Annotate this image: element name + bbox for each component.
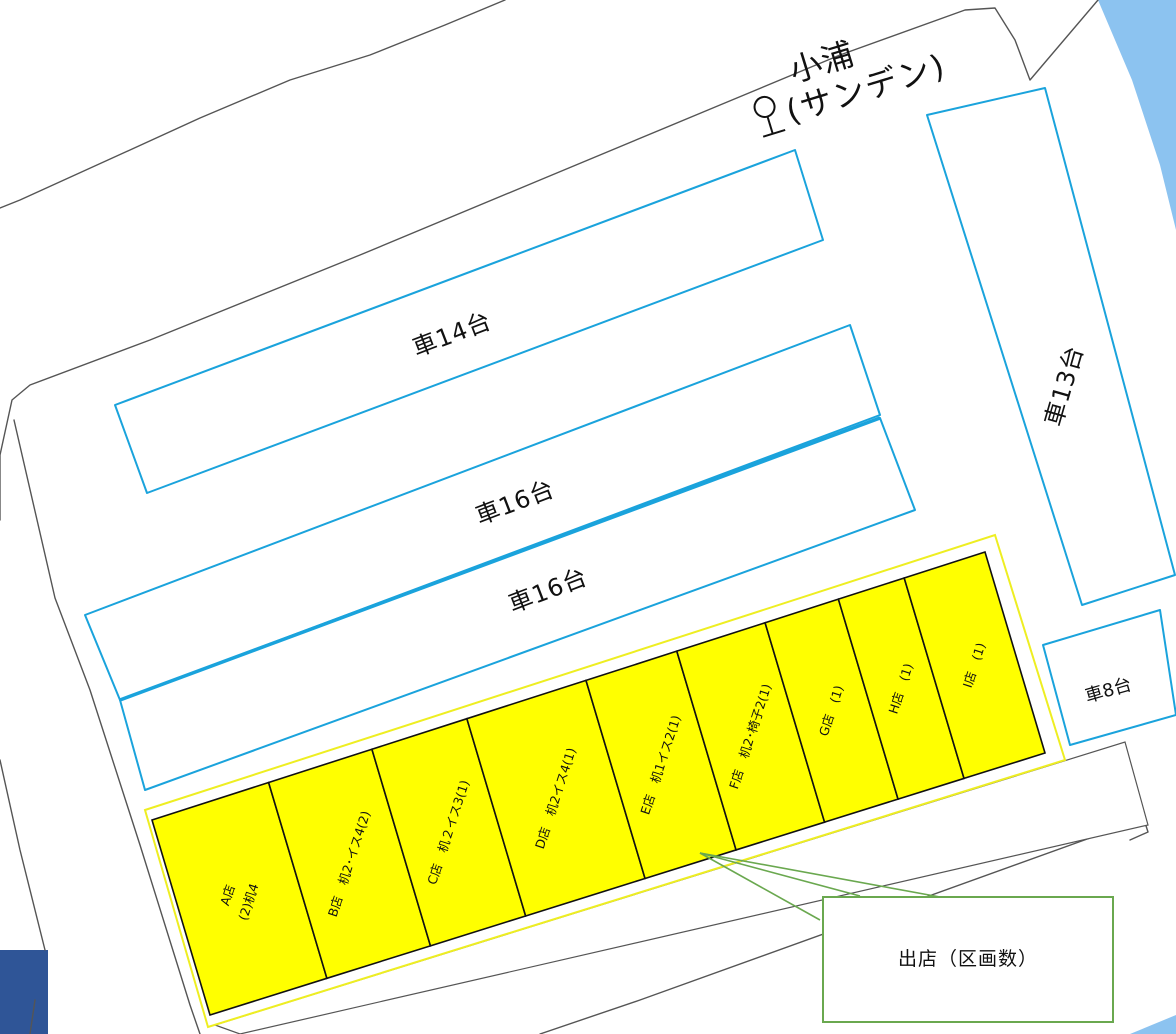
road-lower <box>29 999 36 1034</box>
stall-name: H店 <box>885 690 906 715</box>
stall-detail: (1) <box>827 683 847 704</box>
corner-navy-block <box>0 950 48 1034</box>
lot-left-edge <box>13 419 201 1034</box>
parking-blocks <box>84 87 1176 791</box>
callout-box <box>822 896 1114 1023</box>
callout-text: 出店（区画数） <box>898 948 1038 970</box>
stall-9 <box>903 550 1046 780</box>
parking-row-14 <box>114 149 824 494</box>
road-outlines <box>0 0 1149 1034</box>
stall-detail: (1) <box>969 641 989 662</box>
stall-label-9: I店 (1) <box>960 641 989 690</box>
page-edge-blue <box>1098 0 1176 1034</box>
stall-name: A店 <box>217 883 238 908</box>
road-edge-middle <box>0 0 1099 521</box>
road-bottom-curb <box>539 819 1141 1034</box>
parking-row-16a <box>84 324 881 701</box>
stall-detail: (1) <box>896 661 916 682</box>
parking-divider <box>119 416 881 702</box>
bus-stop-icon <box>753 95 786 138</box>
stall-name: G店 <box>816 712 837 738</box>
stall-name: B店 <box>325 894 346 919</box>
callout-leader <box>699 852 941 921</box>
stall-name: F店 <box>726 767 746 790</box>
stall-name: E店 <box>637 792 658 816</box>
stall-name: I店 <box>960 670 979 690</box>
stall-label-7: G店 (1) <box>816 683 846 737</box>
road-edge-upper <box>0 0 506 209</box>
parking-small-8 <box>1042 609 1176 746</box>
station-label: 小浦 (サンデン) <box>753 34 951 138</box>
lot-left-inner <box>0 759 46 951</box>
stall-label-8: H店 (1) <box>885 661 915 715</box>
stall-name: D店 <box>532 825 553 851</box>
parking-right-13 <box>926 87 1176 606</box>
stall-name: C店 <box>424 862 445 887</box>
stall-zone-outline <box>143 533 1067 1029</box>
